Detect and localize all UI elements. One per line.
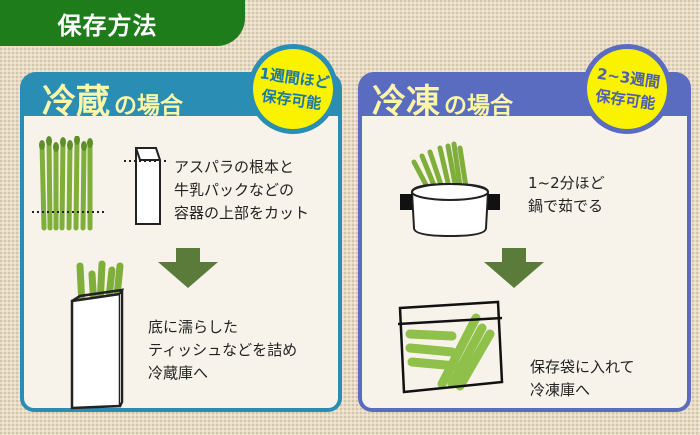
asparagus-in-carton-icon: [70, 260, 125, 410]
refrigerator-step2-text: 底に濡らした ティッシュなどを詰め 冷蔵庫へ: [148, 316, 297, 385]
freezer-step2-text: 保存袋に入れて 冷凍庫へ: [530, 356, 635, 402]
refrigerator-step1-text: アスパラの根本と 牛乳パックなどの 容器の上部をカット: [174, 156, 309, 225]
text-line: 保存袋に入れて: [530, 358, 635, 376]
text-line: 冷凍庫へ: [530, 381, 591, 399]
down-arrow-icon: [158, 248, 218, 288]
text-line: ティッシュなどを詰め: [148, 341, 298, 359]
refrigerator-title-sub: の場合: [114, 93, 183, 119]
asparagus-and-milk-carton-icon: [32, 136, 168, 231]
text-line: 鍋で茹でる: [528, 197, 604, 215]
asparagus-in-pot-icon: [400, 141, 500, 238]
text-line: アスパラの根本と: [174, 158, 295, 176]
freezer-title-sub: の場合: [444, 93, 513, 119]
asparagus-in-freezer-bag-icon: [398, 300, 504, 394]
text-line: 底に濡らした: [148, 318, 239, 336]
freezer-step1-text: 1~2分ほど 鍋で茹でる: [528, 172, 605, 218]
freezer-title: 冷凍 の場合: [372, 74, 513, 123]
refrigerator-card: 冷蔵 の場合: [20, 72, 342, 412]
freezer-title-main: 冷凍: [372, 82, 440, 122]
text-line: 牛乳パックなどの: [174, 181, 295, 199]
section-title: 保存方法: [57, 11, 158, 40]
text-line: 容器の上部をカット: [174, 204, 310, 222]
refrigerator-title-main: 冷蔵: [42, 82, 110, 122]
refrigerator-title: 冷蔵 の場合: [42, 74, 183, 123]
text-line: 1~2分ほど: [528, 174, 605, 192]
text-line: 冷蔵庫へ: [148, 364, 209, 382]
refrigerator-card-body: アスパラの根本と 牛乳パックなどの 容器の上部をカット 底に濡らした ティッシュ…: [20, 116, 342, 412]
freezer-card-body: 1~2分ほど 鍋で茹でる 保存袋に入れて 冷凍庫へ: [358, 116, 691, 412]
section-title-tab: 保存方法: [0, 0, 245, 46]
freezer-card: 冷凍 の場合 1~2分ほど 鍋で茹でる: [358, 72, 691, 412]
down-arrow-icon: [484, 248, 544, 288]
